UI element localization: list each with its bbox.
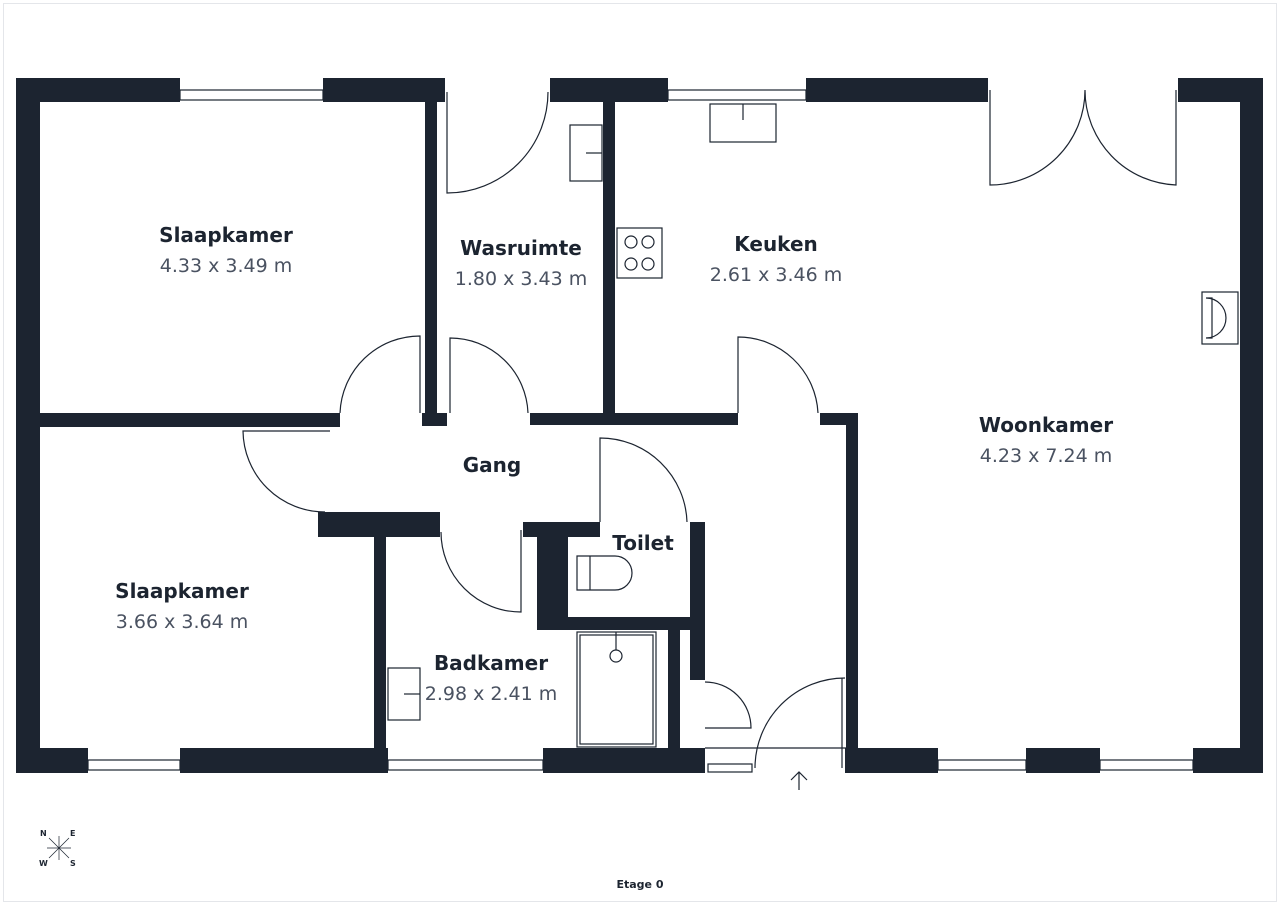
compass-s: S: [70, 859, 76, 868]
toilet-icon: [576, 555, 633, 591]
room-name-keuken: Keuken: [734, 232, 818, 256]
compass-n: N: [40, 829, 47, 838]
room-name-wasruimte: Wasruimte: [460, 236, 582, 260]
fireplace-icon: [1201, 291, 1239, 345]
room-name-toilet: Toilet: [612, 531, 674, 555]
floor-label: Etage 0: [616, 878, 663, 891]
doors: [242, 89, 1177, 769]
room-name-woonkamer: Woonkamer: [979, 413, 1113, 437]
room-name-badkamer: Badkamer: [434, 651, 548, 675]
room-name-slaapkamer-2: Slaapkamer: [115, 579, 249, 603]
walls: [16, 78, 1263, 773]
room-dims-woonkamer: 4.23 x 7.24 m: [980, 445, 1112, 467]
room-name-slaapkamer-1: Slaapkamer: [159, 223, 293, 247]
page-frame: [3, 3, 1277, 902]
stove-icon: [616, 227, 663, 279]
compass-e: E: [70, 829, 75, 838]
room-name-gang: Gang: [463, 453, 521, 477]
shower-icon: [576, 631, 657, 748]
entrance-arrow-icon: [790, 771, 808, 790]
room-dims-badkamer: 2.98 x 2.41 m: [425, 683, 557, 705]
windows: [87, 89, 1194, 773]
room-dims-slaapkamer-1: 4.33 x 3.49 m: [160, 255, 292, 277]
room-dims-keuken: 2.61 x 3.46 m: [710, 264, 842, 286]
compass-icon: N E W S: [39, 829, 76, 868]
fixtures: [387, 103, 1239, 748]
room-dims-wasruimte: 1.80 x 3.43 m: [455, 268, 587, 290]
room-dims-slaapkamer-2: 3.66 x 3.64 m: [116, 611, 248, 633]
compass-w: W: [39, 859, 48, 868]
